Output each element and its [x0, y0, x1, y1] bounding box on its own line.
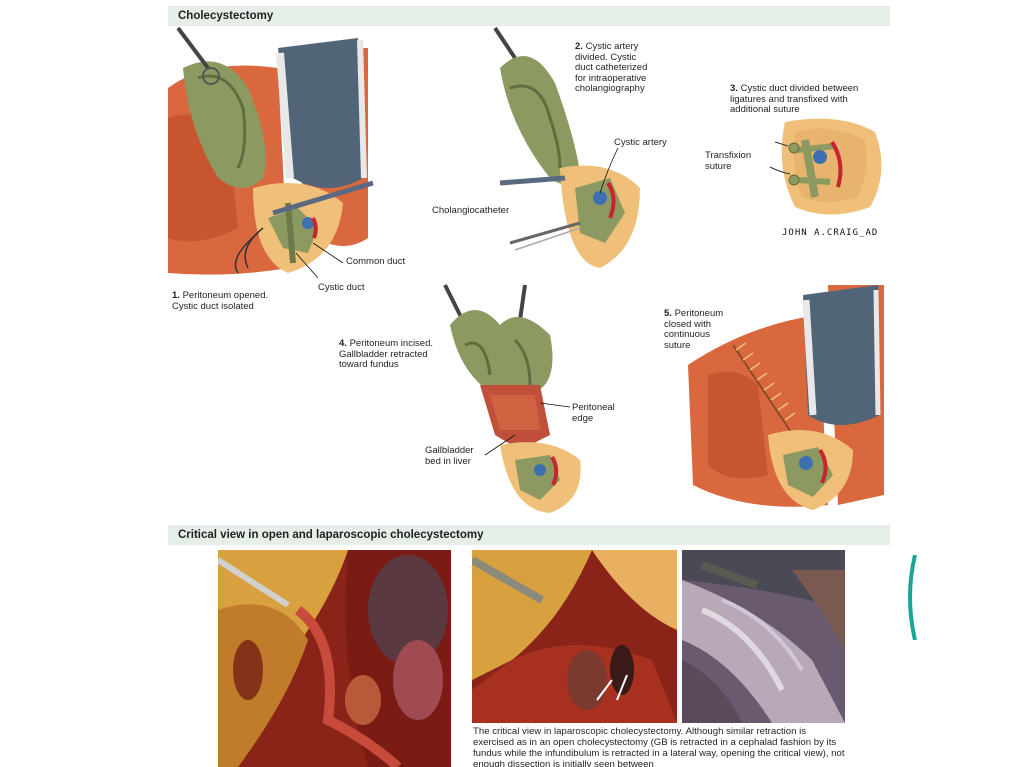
- section-title-cholecystectomy: Cholecystectomy: [168, 6, 890, 26]
- photo-critical-view-close: [472, 550, 677, 723]
- step-4-text: Peritoneum incised. Gallbladder retracte…: [339, 338, 434, 370]
- step-5-caption: 5. Peritoneum closed with continuous sut…: [664, 308, 724, 351]
- illustration-step-3: [769, 118, 882, 215]
- photo-laparoscopic-view: [682, 550, 845, 723]
- step-2-text: Cystic artery divided. Cystic duct cathe…: [575, 41, 648, 94]
- step-2-number: 2.: [575, 41, 583, 52]
- step-5-number: 5.: [664, 308, 672, 319]
- label-peritoneal-edge: Peritoneal edge: [572, 402, 615, 424]
- section-title-critical-view: Critical view in open and laparoscopic c…: [168, 525, 890, 545]
- illustration-step-5: [688, 285, 884, 510]
- artist-signature: JOHN A.CRAIG_AD: [782, 228, 879, 238]
- label-cholangiocatheter: Cholangiocatheter: [432, 205, 510, 216]
- label-cystic-duct: Cystic duct: [318, 282, 365, 293]
- step-3-text: Cystic duct divided between ligatures an…: [730, 83, 859, 115]
- step-1-text: Peritoneum opened. Cystic duct isolated: [172, 290, 269, 312]
- step-3-caption: 3. Cystic duct divided between ligatures…: [730, 83, 859, 116]
- step-1-caption: 1. Peritoneum opened. Cystic duct isolat…: [172, 290, 269, 312]
- label-gallbladder-bed: Gallbladder bed in liver: [425, 445, 474, 467]
- decorative-arc-icon: [908, 555, 917, 640]
- label-cystic-artery: Cystic artery: [614, 137, 667, 148]
- label-transfixion-suture: Transfixion suture: [705, 150, 752, 172]
- illustration-step-1: [168, 26, 374, 279]
- label-common-duct: Common duct: [346, 256, 406, 267]
- step-1-number: 1.: [172, 290, 180, 301]
- illustration-step-4: [443, 284, 581, 513]
- step-4-caption: 4. Peritoneum incised. Gallbladder retra…: [339, 338, 434, 371]
- step-5-text: Peritoneum closed with continuous suture: [664, 308, 724, 351]
- photo-open-cholecystectomy: [218, 550, 451, 767]
- step-2-caption: 2. Cystic artery divided. Cystic duct ca…: [575, 41, 648, 95]
- illustration-step-2: [493, 26, 640, 268]
- step-4-number: 4.: [339, 338, 347, 349]
- step-3-number: 3.: [730, 83, 738, 94]
- photo-caption: The critical view in laparoscopic cholec…: [473, 726, 845, 767]
